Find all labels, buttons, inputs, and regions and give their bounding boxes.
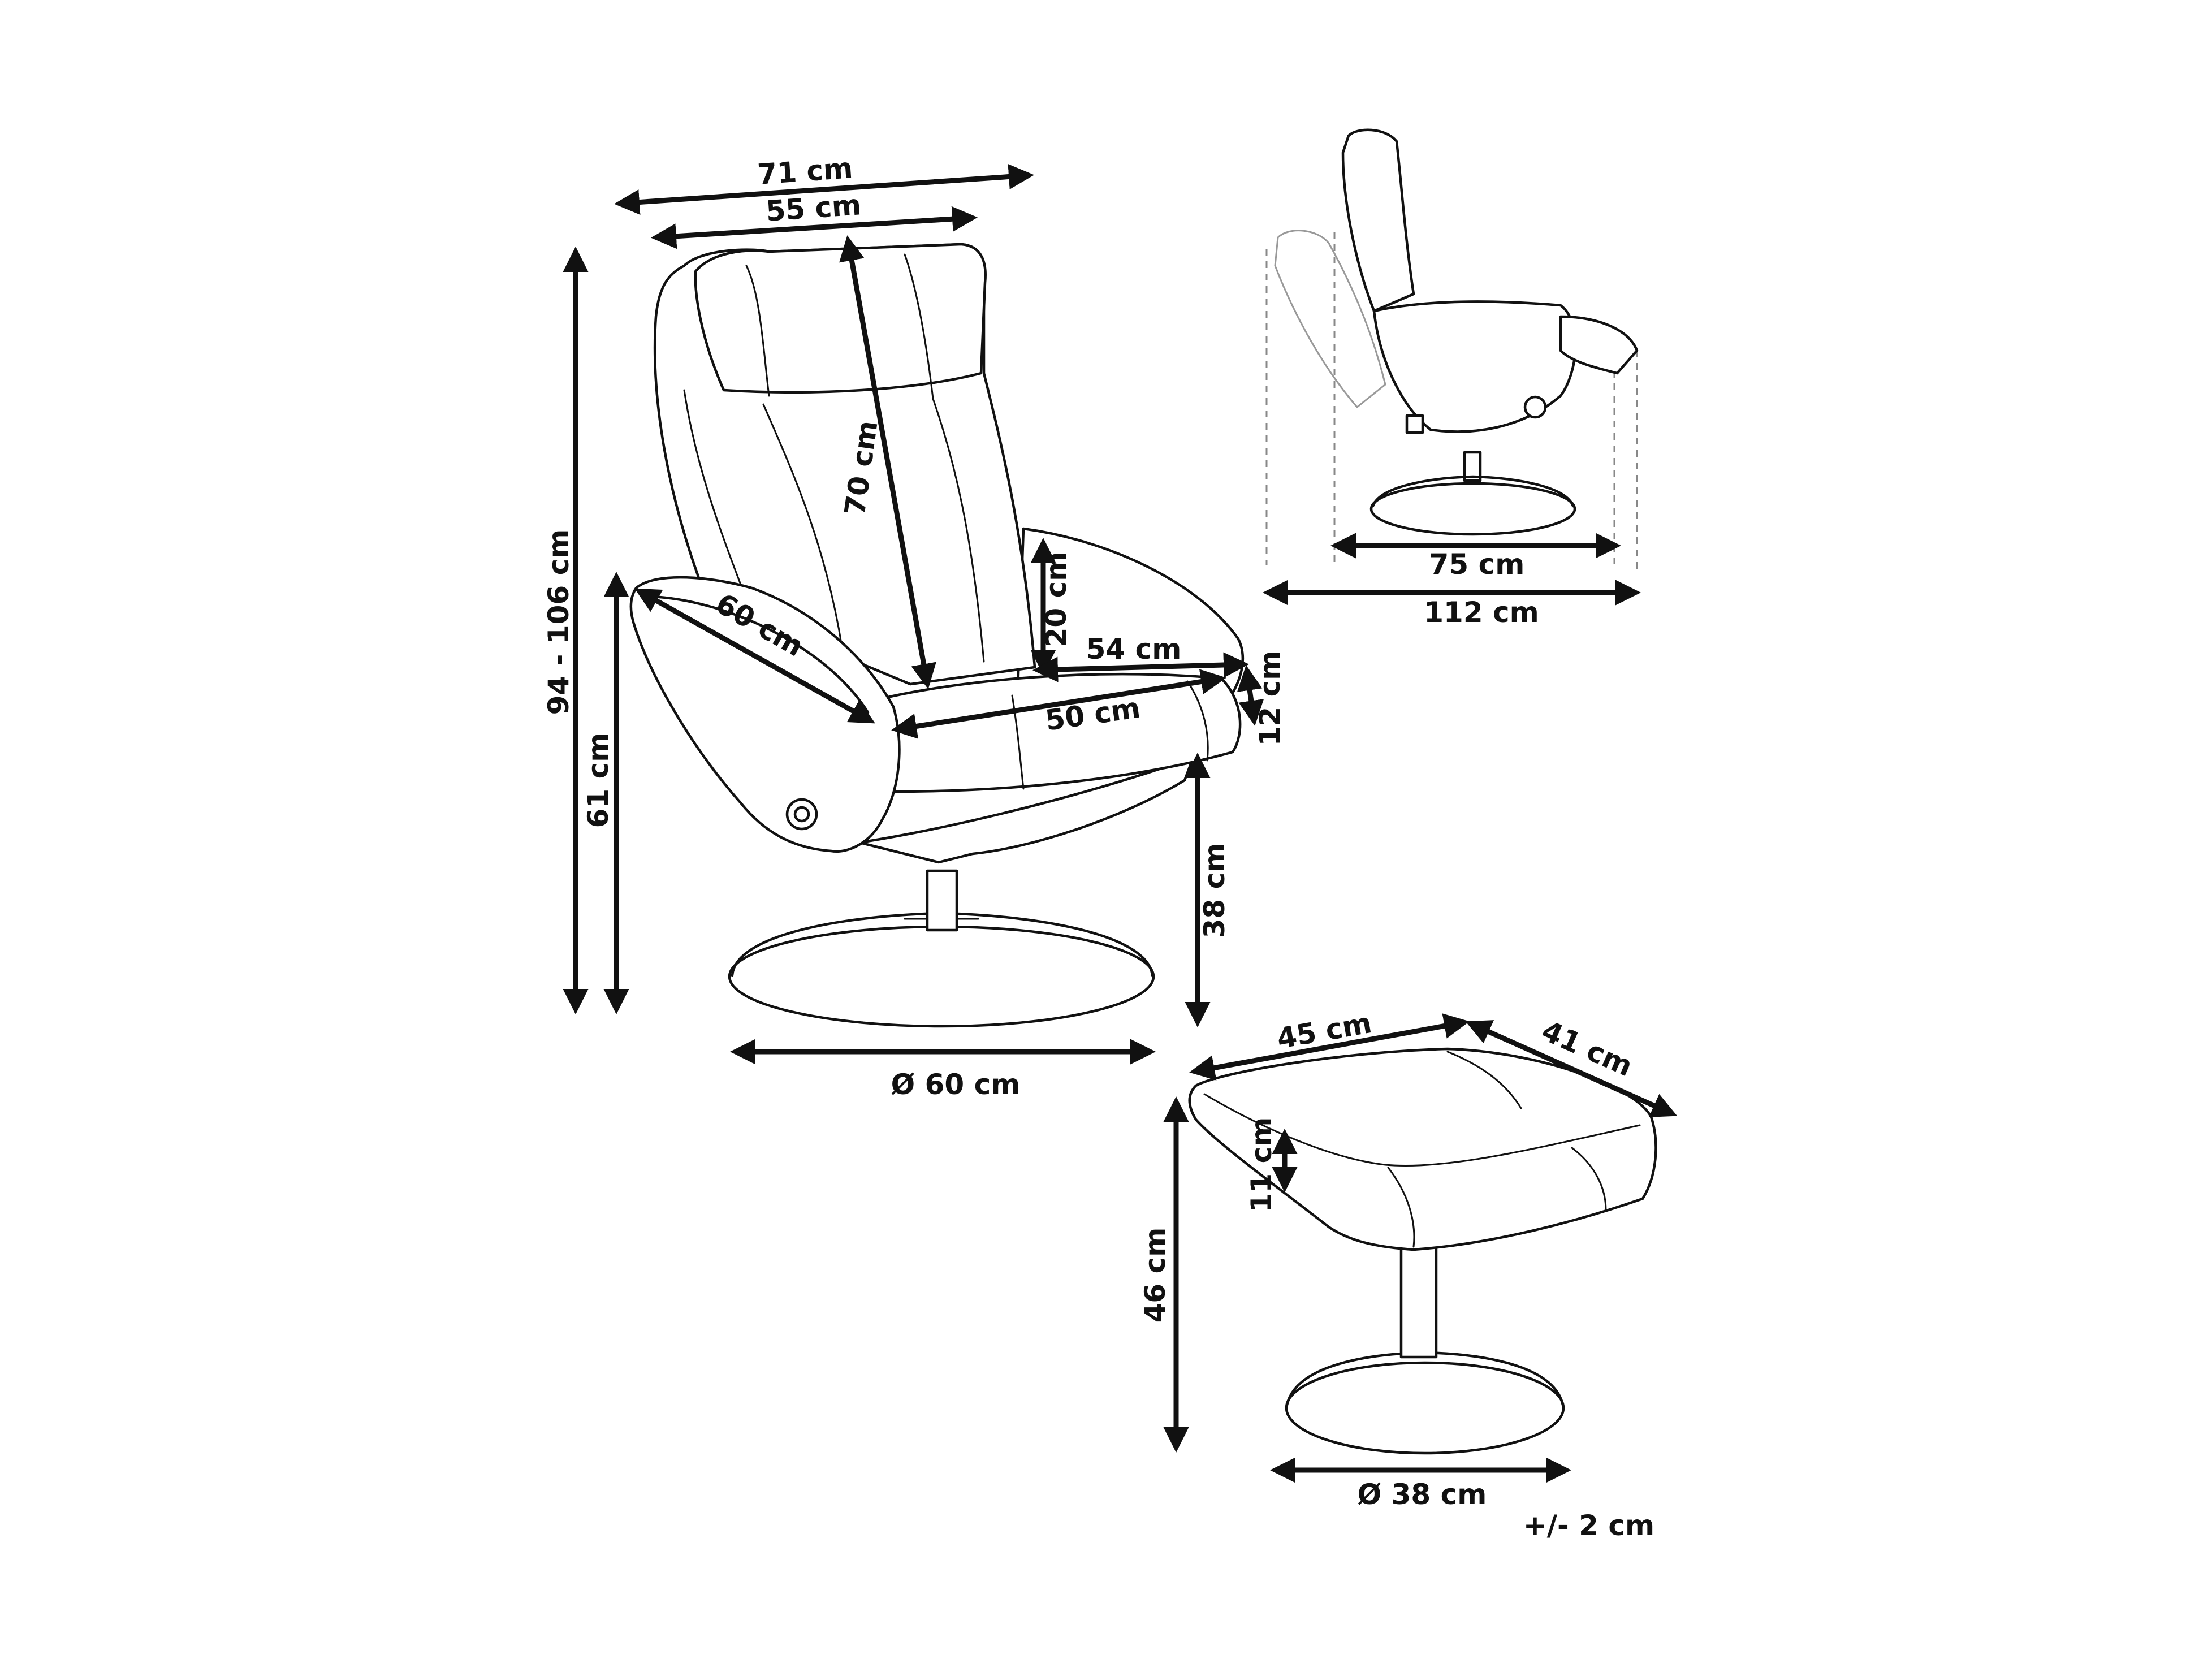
label-46cm: 46 cm [1139, 1228, 1172, 1323]
label-11cm: 11 cm [1245, 1117, 1278, 1213]
label-75cm: 75 cm [1429, 548, 1525, 581]
label-38cm: 38 cm [1198, 843, 1231, 939]
dimension-lines [563, 164, 1678, 1483]
label-base-38cm: Ø 38 cm [1358, 1478, 1487, 1511]
ottoman-drawing [1188, 1047, 1657, 1455]
label-71cm: 71 cm [757, 152, 854, 191]
label-54cm: 54 cm [1086, 633, 1182, 666]
label-20cm: 20 cm [1040, 552, 1073, 647]
label-12cm: 12 cm [1254, 651, 1286, 746]
label-94-106cm: 94 - 106 cm [542, 529, 575, 715]
dimension-labels: 71 cm 55 cm 94 - 106 cm 61 cm 70 cm 60 c… [542, 152, 1654, 1542]
label-base-60cm: Ø 60 cm [891, 1068, 1021, 1101]
label-tolerance: +/- 2 cm [1523, 1509, 1654, 1542]
label-61cm: 61 cm [582, 733, 615, 828]
reclined-chair-side-drawing [1265, 128, 1639, 571]
label-112cm: 112 cm [1424, 596, 1539, 629]
label-55cm: 55 cm [765, 188, 862, 228]
